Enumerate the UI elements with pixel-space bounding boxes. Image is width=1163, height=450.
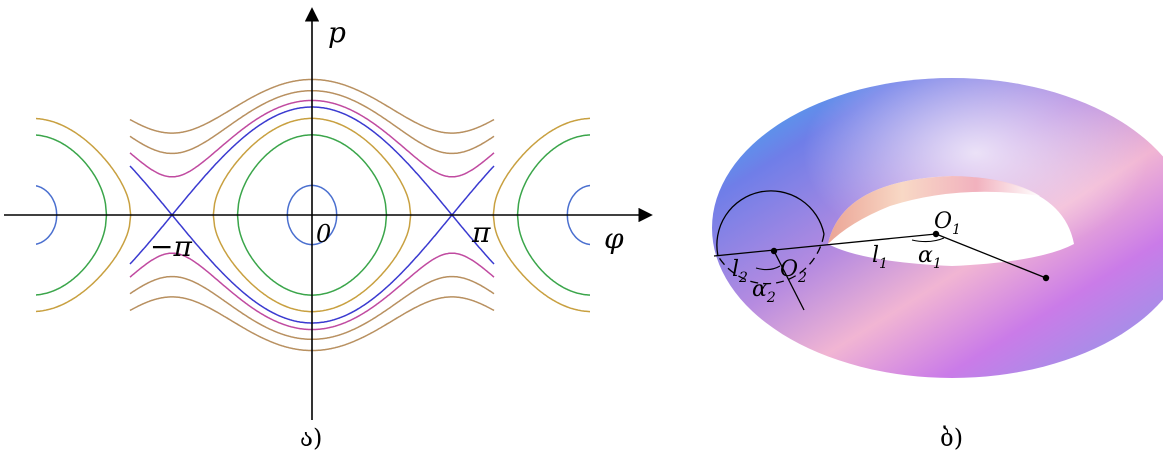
- label-O2: O2: [780, 257, 807, 286]
- label-l2: l2: [732, 257, 748, 286]
- angle-arc-alpha1: [911, 237, 945, 243]
- cross-section-circle-dashed: [717, 233, 825, 285]
- p-axis-label: p: [328, 16, 346, 49]
- label-alpha2: α2: [752, 277, 776, 306]
- label-alpha1: α1: [918, 243, 942, 272]
- pi-tick-label: π: [471, 216, 491, 249]
- phase-portrait: p φ −π 0 π ა): [4, 7, 653, 450]
- point-O1: [932, 230, 940, 238]
- origin-tick-label: 0: [316, 220, 331, 248]
- neg-pi-tick-label: −π: [150, 230, 192, 263]
- caption-a: ა): [300, 424, 322, 450]
- torus-labels: O1 O2 l1 l2 α1 α2: [732, 209, 961, 306]
- rod-l2: [773, 250, 805, 311]
- point-end: [1042, 274, 1050, 282]
- libration-curve: [492, 117, 590, 313]
- label-O1: O1: [934, 209, 961, 238]
- libration-curve: [516, 134, 590, 296]
- rod-outer: [935, 233, 1047, 279]
- cross-section-circle-solid: [716, 190, 825, 257]
- angle-arc-alpha2: [755, 265, 781, 271]
- phi-axis-label: φ: [604, 222, 624, 255]
- caption-b: ბ): [940, 424, 963, 450]
- point-O2: [770, 247, 778, 255]
- torus-inner-wall: [828, 176, 1040, 244]
- libration-curve: [566, 184, 590, 246]
- rod-l1: [713, 233, 937, 257]
- label-l1: l1: [872, 243, 888, 272]
- torus-diagram: O1 O2 l1 l2 α1 α2 ბ): [712, 78, 1163, 450]
